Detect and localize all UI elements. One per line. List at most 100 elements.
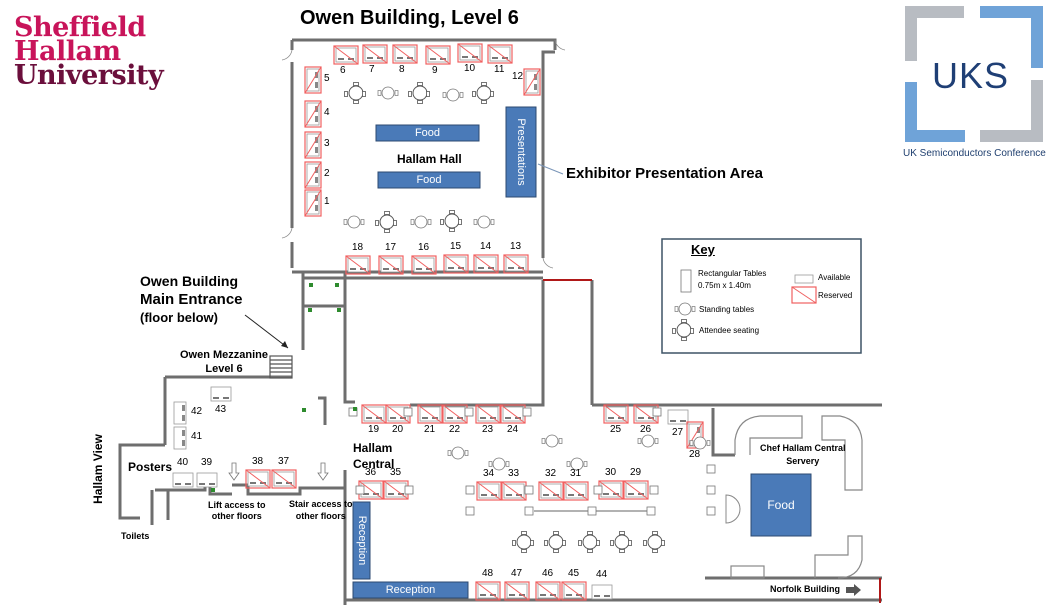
stand-17[interactable]: [378, 255, 404, 275]
stair-line-2: other floors: [295, 511, 346, 521]
stand-43[interactable]: [210, 386, 232, 402]
stand-18[interactable]: [345, 255, 371, 275]
stand-19[interactable]: [361, 404, 387, 424]
stool: [646, 506, 656, 516]
stand-41[interactable]: [173, 426, 187, 450]
reserved-slash: [475, 404, 501, 424]
norfolk-building-label[interactable]: Norfolk Building: [770, 584, 840, 594]
reserved-marker: [504, 581, 530, 601]
stand-47[interactable]: [504, 581, 530, 601]
key-reserved: Reserved: [818, 291, 853, 300]
stand-32[interactable]: [538, 481, 564, 501]
stand-45[interactable]: [561, 581, 587, 601]
stool: [464, 407, 474, 417]
stand-15[interactable]: [443, 254, 469, 274]
stand-29[interactable]: [623, 480, 649, 500]
stand-number: 12: [512, 71, 524, 82]
stand-2[interactable]: [304, 161, 322, 189]
stand-12[interactable]: [523, 68, 541, 96]
feature-presentations: [505, 106, 537, 198]
chair: [315, 205, 318, 211]
stand-33[interactable]: [501, 481, 527, 501]
stand-23[interactable]: [475, 404, 501, 424]
stand-9[interactable]: [425, 45, 451, 65]
stand-31[interactable]: [563, 481, 589, 501]
reserved-marker: [345, 255, 371, 275]
reserved-marker: [392, 44, 418, 64]
chef-servery-label: Chef Hallam Central Servery: [760, 442, 846, 468]
reserved-marker: [686, 421, 704, 449]
stand-10[interactable]: [457, 43, 483, 63]
logo-line-2: Hallam: [14, 36, 121, 67]
stand-27[interactable]: [667, 409, 689, 425]
chair: [182, 415, 185, 421]
chair: [182, 430, 185, 436]
stand-16[interactable]: [411, 255, 437, 275]
stand-3[interactable]: [304, 131, 322, 159]
stand-48[interactable]: [475, 581, 501, 601]
stand-36[interactable]: [358, 480, 384, 500]
stand-number: 13: [510, 241, 522, 252]
stand-44[interactable]: [591, 584, 613, 600]
stand-number: 43: [215, 404, 227, 415]
stand-6[interactable]: [333, 45, 359, 65]
chair: [367, 57, 373, 59]
standing-table: [488, 457, 510, 471]
reserved-slash: [358, 480, 384, 500]
reserved-slash: [304, 161, 322, 189]
reserved-marker: [561, 581, 587, 601]
stand-5[interactable]: [304, 66, 322, 94]
stand-35[interactable]: [383, 480, 409, 500]
stand-14[interactable]: [473, 254, 499, 274]
reserved-slash: [538, 481, 564, 501]
stand-42[interactable]: [173, 401, 187, 425]
chair: [209, 483, 215, 485]
exhibitor-presentation-label: Exhibitor Presentation Area: [566, 165, 763, 182]
stand-number: 35: [390, 467, 402, 478]
stand-number: 23: [482, 424, 494, 435]
stand-13[interactable]: [503, 254, 529, 274]
reserved-slash: [503, 254, 529, 274]
stand-21[interactable]: [417, 404, 443, 424]
reserved-slash: [443, 254, 469, 274]
stand-4[interactable]: [304, 100, 322, 128]
stand-1[interactable]: [304, 189, 322, 217]
stand-46[interactable]: [535, 581, 561, 601]
reserved-slash: [385, 404, 411, 424]
reserved-slash: [501, 481, 527, 501]
standing-table: [377, 86, 399, 100]
chair: [492, 57, 498, 59]
stand-34[interactable]: [476, 481, 502, 501]
hallam-view-label: Hallam View: [91, 434, 105, 504]
stand-38[interactable]: [245, 469, 271, 489]
reserved-slash: [392, 44, 418, 64]
feature-label-food-1: Food: [414, 127, 441, 139]
stand-number: 2: [324, 168, 330, 179]
stand-8[interactable]: [392, 44, 418, 64]
stand-11[interactable]: [487, 44, 513, 64]
stool: [355, 485, 365, 495]
stand-25[interactable]: [603, 404, 629, 424]
chair: [416, 268, 422, 270]
stand-24[interactable]: [500, 404, 526, 424]
uks-logo-caption: UK Semiconductors Conference: [903, 148, 1046, 159]
stand-37[interactable]: [271, 469, 297, 489]
reserved-marker: [378, 255, 404, 275]
stand-number: 44: [596, 569, 608, 580]
stand-30[interactable]: [598, 480, 624, 500]
chair: [604, 595, 610, 597]
chair: [315, 116, 318, 122]
arrow-right-icon[interactable]: [846, 584, 862, 596]
main-entrance-label: Owen Building Main Entrance (floor below…: [140, 273, 243, 325]
stand-26[interactable]: [633, 404, 659, 424]
key-standing-tables: Standing tables: [699, 305, 755, 314]
stand-39[interactable]: [196, 472, 218, 488]
feature-label-reception-vertical: Reception: [356, 515, 368, 566]
stand-7[interactable]: [362, 44, 388, 64]
stand-40[interactable]: [172, 472, 194, 488]
mezzanine-line-1: Owen Mezzanine: [180, 349, 269, 361]
reserved-marker: [457, 43, 483, 63]
attendee-seating: [375, 211, 397, 233]
stand-22[interactable]: [442, 404, 468, 424]
attendee-seating: [512, 531, 534, 553]
